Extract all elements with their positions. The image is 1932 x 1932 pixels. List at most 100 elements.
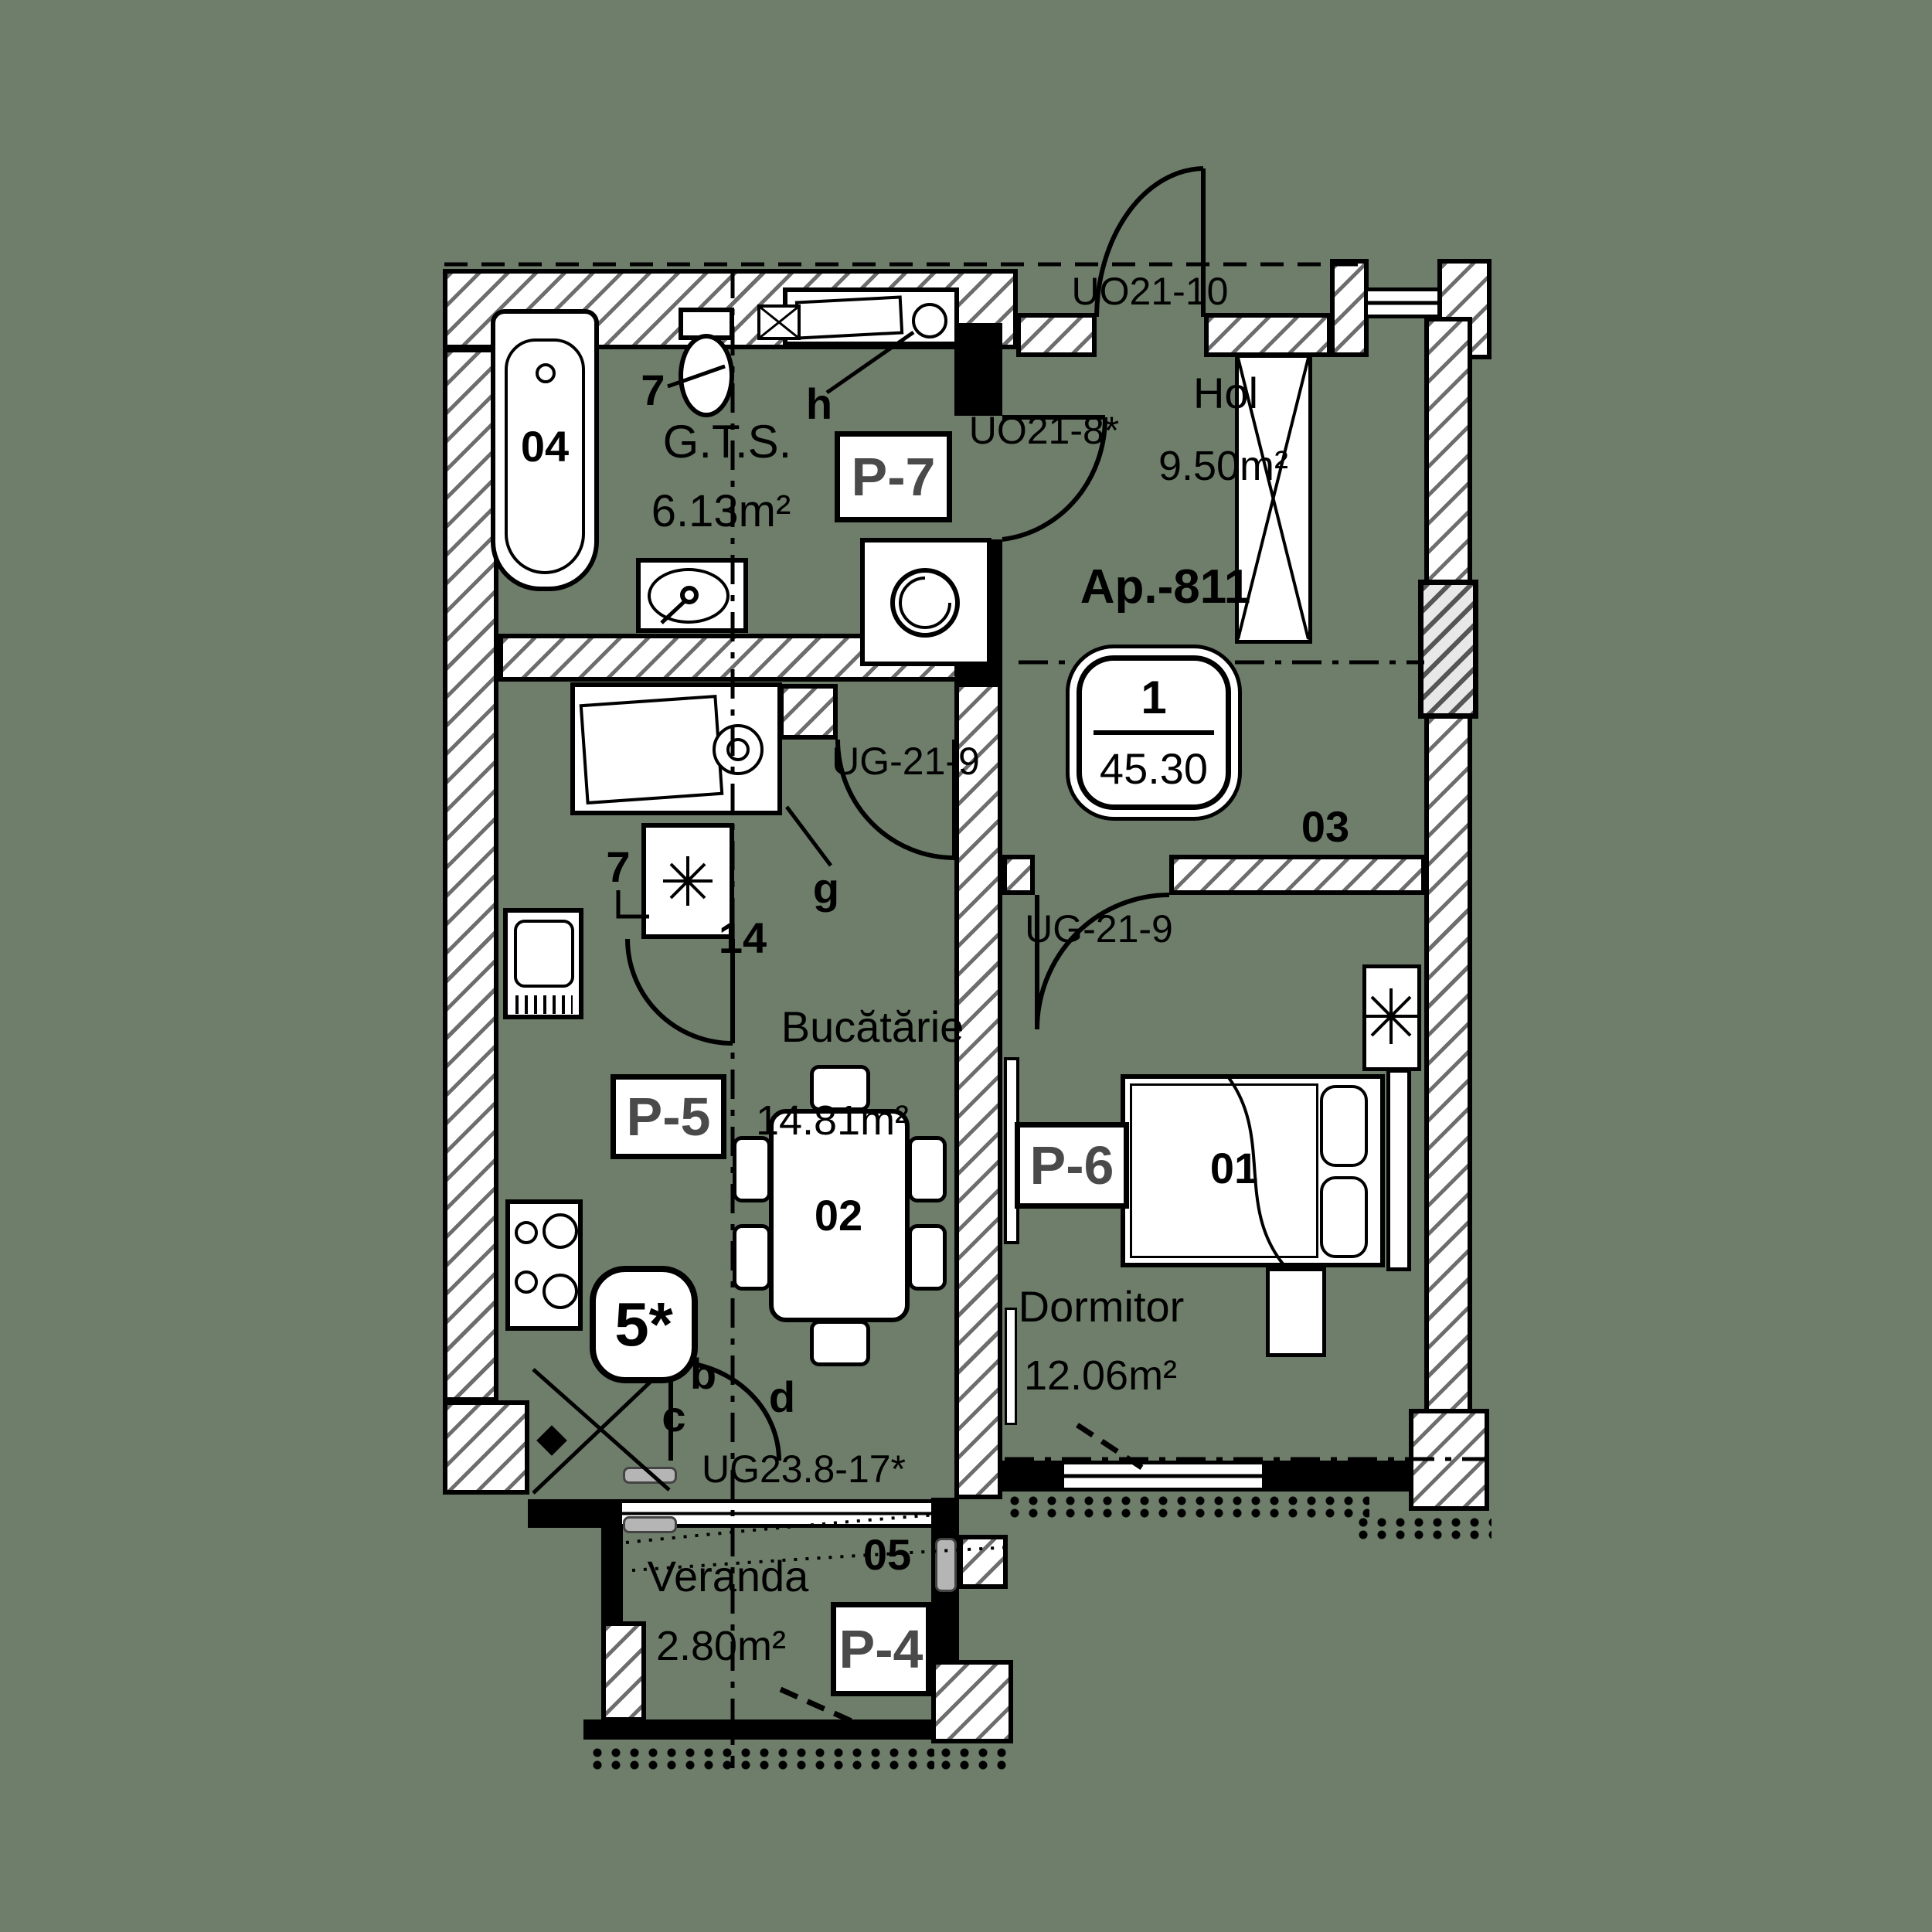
- room-area-bucatarie: 14.81m²: [755, 1097, 910, 1144]
- label-veranda-door: UG23.8-17*: [701, 1447, 906, 1491]
- insulation-veranda-right: [934, 1745, 1011, 1771]
- apartment-badge-area: 45.30: [1099, 744, 1209, 793]
- panel-label: P-4: [838, 1619, 923, 1679]
- panel-badge-p7: P-7: [835, 431, 952, 522]
- window-bedroom: [1064, 1461, 1262, 1492]
- wall-top-hall-right: [1204, 313, 1332, 357]
- room-name-gts: G.T.S.: [662, 416, 792, 468]
- water-heater-closet: [641, 823, 734, 939]
- hob-burner-1: [543, 1213, 578, 1249]
- panel-label: P-5: [626, 1087, 711, 1147]
- apartment-label: Ap.-811: [1080, 560, 1251, 614]
- veranda-door-arc: [670, 1359, 781, 1461]
- room-area-dormitor: 12.06m²: [1023, 1352, 1178, 1399]
- label-bath-door: UO21-8*: [968, 409, 1120, 452]
- room-number-01: 01: [1209, 1144, 1259, 1192]
- wall-veranda-right-block: [958, 1535, 1008, 1589]
- bed-mattress: [1130, 1083, 1318, 1258]
- wall-bedroom-bottom-right: [1262, 1461, 1417, 1492]
- panel-badge-p6: P-6: [1015, 1122, 1129, 1209]
- room-name-bucatarie: Bucătărie: [781, 1002, 964, 1051]
- wall-bedroom-bottom-left: [1002, 1461, 1064, 1492]
- marker-7-toilet: 7: [641, 366, 665, 414]
- kitchen-counter-sink-inner: [726, 738, 750, 761]
- marker-g: g: [812, 864, 840, 913]
- bed-headboard: [1386, 1069, 1411, 1271]
- wall-kitchen-bedroom: [954, 682, 1002, 1499]
- wall-veranda-left-hatch: [601, 1621, 646, 1722]
- washing-machine: [860, 538, 992, 666]
- window-top-right: [1368, 287, 1442, 318]
- nightstand: [1362, 964, 1421, 1071]
- wall-veranda-bottom: [583, 1719, 937, 1740]
- room-area-hol: 9.50m²: [1158, 443, 1289, 489]
- bath-counter-board: [794, 295, 904, 340]
- wall-right: [1424, 317, 1472, 1462]
- hob-badge-label: 5*: [614, 1290, 673, 1359]
- corner-diamond: [536, 1425, 567, 1456]
- washbasin-bowl: [648, 568, 730, 624]
- leader-g: [785, 805, 832, 867]
- dresser: [1266, 1267, 1326, 1357]
- toilet-bowl: [679, 334, 734, 417]
- marker-7-closet: 7: [606, 842, 631, 891]
- wall-top-hall-left: [1016, 313, 1097, 357]
- chair: [908, 1136, 947, 1202]
- label-kitchen-door: UG-21-9: [832, 740, 980, 783]
- hob-badge: 5*: [590, 1266, 698, 1383]
- marker-h: h: [805, 379, 833, 428]
- panel-label: P-6: [1029, 1135, 1114, 1196]
- label-entry-door: UO21-10: [1071, 270, 1229, 313]
- apartment-badge-divider: [1094, 730, 1214, 735]
- hob-burner-2: [515, 1221, 538, 1244]
- door-handle: [623, 1467, 677, 1484]
- vent-grille: [757, 304, 801, 340]
- marker-14: 14: [718, 913, 767, 962]
- room-number-03: 03: [1301, 802, 1350, 851]
- marker-d: d: [768, 1372, 796, 1421]
- wall-kitchen-bottom-stub: [528, 1499, 622, 1528]
- pillow: [1320, 1085, 1368, 1167]
- radiator: [1005, 1308, 1017, 1425]
- wall-bedroom-top-left: [1002, 855, 1035, 895]
- chair: [733, 1224, 771, 1291]
- hob-burner-4: [515, 1270, 538, 1294]
- closet-door-arc: [625, 938, 733, 1046]
- room-area-gts: 6.13m²: [651, 486, 791, 536]
- chair: [908, 1224, 947, 1291]
- insulation-bedroom: [1002, 1493, 1369, 1521]
- door-handle: [623, 1516, 677, 1533]
- vent-veranda-wall: [935, 1538, 957, 1592]
- kitchen-sink-drainer: [515, 995, 573, 1014]
- panel-badge-p5: P-5: [611, 1074, 726, 1159]
- room-number-05: 05: [862, 1530, 912, 1579]
- room-name-veranda: Veranda: [647, 1552, 809, 1600]
- pier-right-wall: [1418, 580, 1478, 719]
- chair: [733, 1136, 771, 1202]
- chair: [810, 1065, 870, 1111]
- room-number-04: 04: [520, 422, 570, 471]
- bathtub-drain: [536, 363, 556, 383]
- wall-veranda-right-hatch: [931, 1660, 1013, 1743]
- hob-burner-3: [543, 1274, 578, 1309]
- insulation-veranda: [585, 1745, 934, 1771]
- wall-bedroom-top-right: [1169, 855, 1426, 895]
- wall-left: [443, 348, 498, 1402]
- chair: [810, 1320, 870, 1366]
- pillow: [1320, 1176, 1368, 1258]
- wall-alcove-hall: [779, 684, 838, 740]
- kitchen-counter-sink: [713, 724, 764, 775]
- insulation-bedroom-right: [1351, 1515, 1492, 1541]
- dining-table: [769, 1109, 910, 1322]
- column-bottom-left: [443, 1400, 529, 1495]
- room-area-veranda: 2.80m²: [655, 1623, 787, 1669]
- room-number-02: 02: [814, 1191, 863, 1240]
- panel-badge-p4: P-4: [831, 1602, 931, 1696]
- panel-label: P-7: [851, 447, 936, 507]
- marker-b: b: [689, 1349, 717, 1398]
- kitchen-sink-basin: [514, 920, 574, 988]
- wall-bath-hall-upper: [954, 323, 1002, 416]
- wall-corner-block: [1330, 259, 1369, 357]
- room-name-dormitor: Dormitor: [1018, 1282, 1185, 1331]
